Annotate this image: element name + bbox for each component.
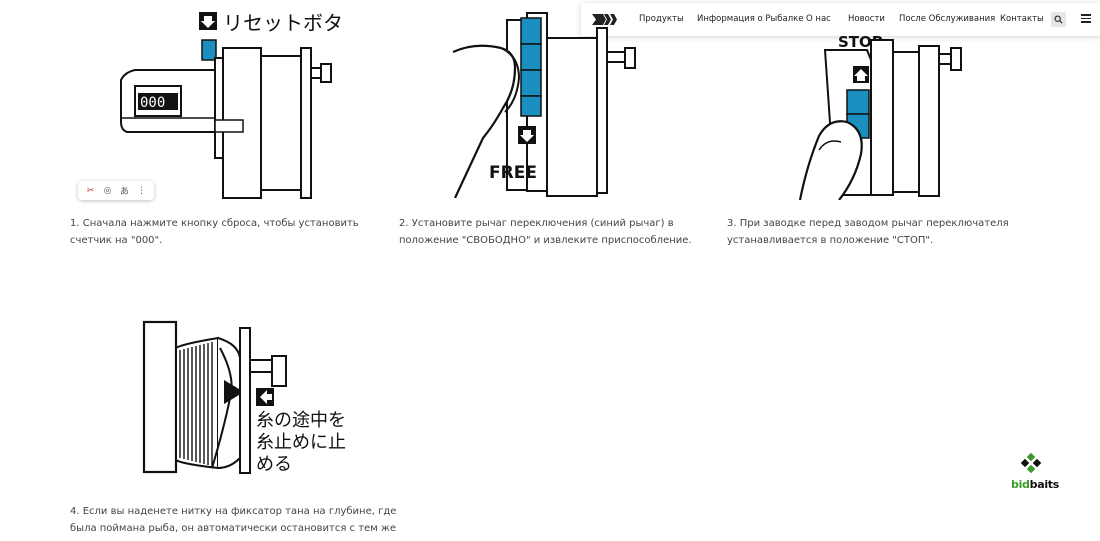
step3-illustration: STOP (798, 33, 962, 200)
search-button[interactable] (1051, 12, 1066, 27)
nav-item-news[interactable]: Новости (848, 14, 885, 24)
step2-caption-line2: положение "СВОБОДНО" и извлеките приспос… (399, 235, 692, 246)
step3-caption: 3. При заводке перед заводом рычаг перек… (727, 215, 1009, 249)
step2-caption-line1: 2. Установите рычаг переключения (синий … (399, 218, 674, 229)
daiwa-logo[interactable] (591, 12, 619, 27)
step1-illustration: リセットボタン 000 (120, 11, 345, 199)
nav-item-fishing-info[interactable]: Информация о Рыбалке (697, 14, 804, 24)
translate-toolbar: ✂ ◎ あ ⋮ (78, 181, 154, 200)
step4-label-line3: める (256, 454, 292, 475)
step4-label-line2: 糸止めに止 (256, 432, 346, 453)
step4-caption: 4. Если вы наденете нитку на фиксатор та… (70, 503, 396, 537)
search-icon (1054, 15, 1063, 24)
bidbaits-watermark: bidbaits (1011, 478, 1059, 491)
step1-caption-line1: 1. Сначала нажмите кнопку сброса, чтобы … (70, 218, 359, 229)
translate-icon[interactable]: あ (119, 186, 129, 196)
step4-label-line1: 糸の途中を (256, 410, 346, 431)
step1-caption: 1. Сначала нажмите кнопку сброса, чтобы … (70, 215, 359, 249)
scissors-icon[interactable]: ✂ (86, 185, 95, 195)
bidbaits-logo-icon (1020, 452, 1042, 474)
nav-item-contacts[interactable]: Контакты (1000, 14, 1044, 24)
step4-illustration: 糸の途中を 糸止めに止 める (142, 320, 346, 475)
bidbaits-text-part1: bid (1011, 478, 1030, 491)
step3-caption-line2: устанавливается в положение "СТОП". (727, 235, 934, 246)
more-icon[interactable]: ⋮ (137, 185, 146, 195)
bidbaits-text-part2: baits (1029, 478, 1060, 491)
step1-caption-line2: счетчик на "000". (70, 235, 163, 246)
nav-item-products[interactable]: Продукты (639, 14, 684, 24)
step4-caption-line2: была поймана рыба, он автоматически оста… (70, 523, 397, 534)
nav-item-after-service[interactable]: После Обслуживания (899, 14, 996, 24)
counter-display: 000 (140, 95, 165, 111)
step2-illustration: FREE (452, 12, 636, 198)
step4-caption-line1: 4. Если вы наденете нитку на фиксатор та… (70, 506, 397, 517)
free-label: FREE (489, 163, 537, 183)
camera-icon[interactable]: ◎ (103, 185, 112, 195)
nav-item-about[interactable]: О нас (806, 14, 831, 24)
reset-button-label: リセットボタン (223, 11, 345, 35)
hamburger-menu-button[interactable] (1081, 14, 1091, 25)
step2-caption: 2. Установите рычаг переключения (синий … (399, 215, 692, 249)
step3-caption-line1: 3. При заводке перед заводом рычаг перек… (727, 218, 1009, 229)
top-navbar: Продукты Информация о Рыбалке О нас Ново… (581, 3, 1100, 36)
